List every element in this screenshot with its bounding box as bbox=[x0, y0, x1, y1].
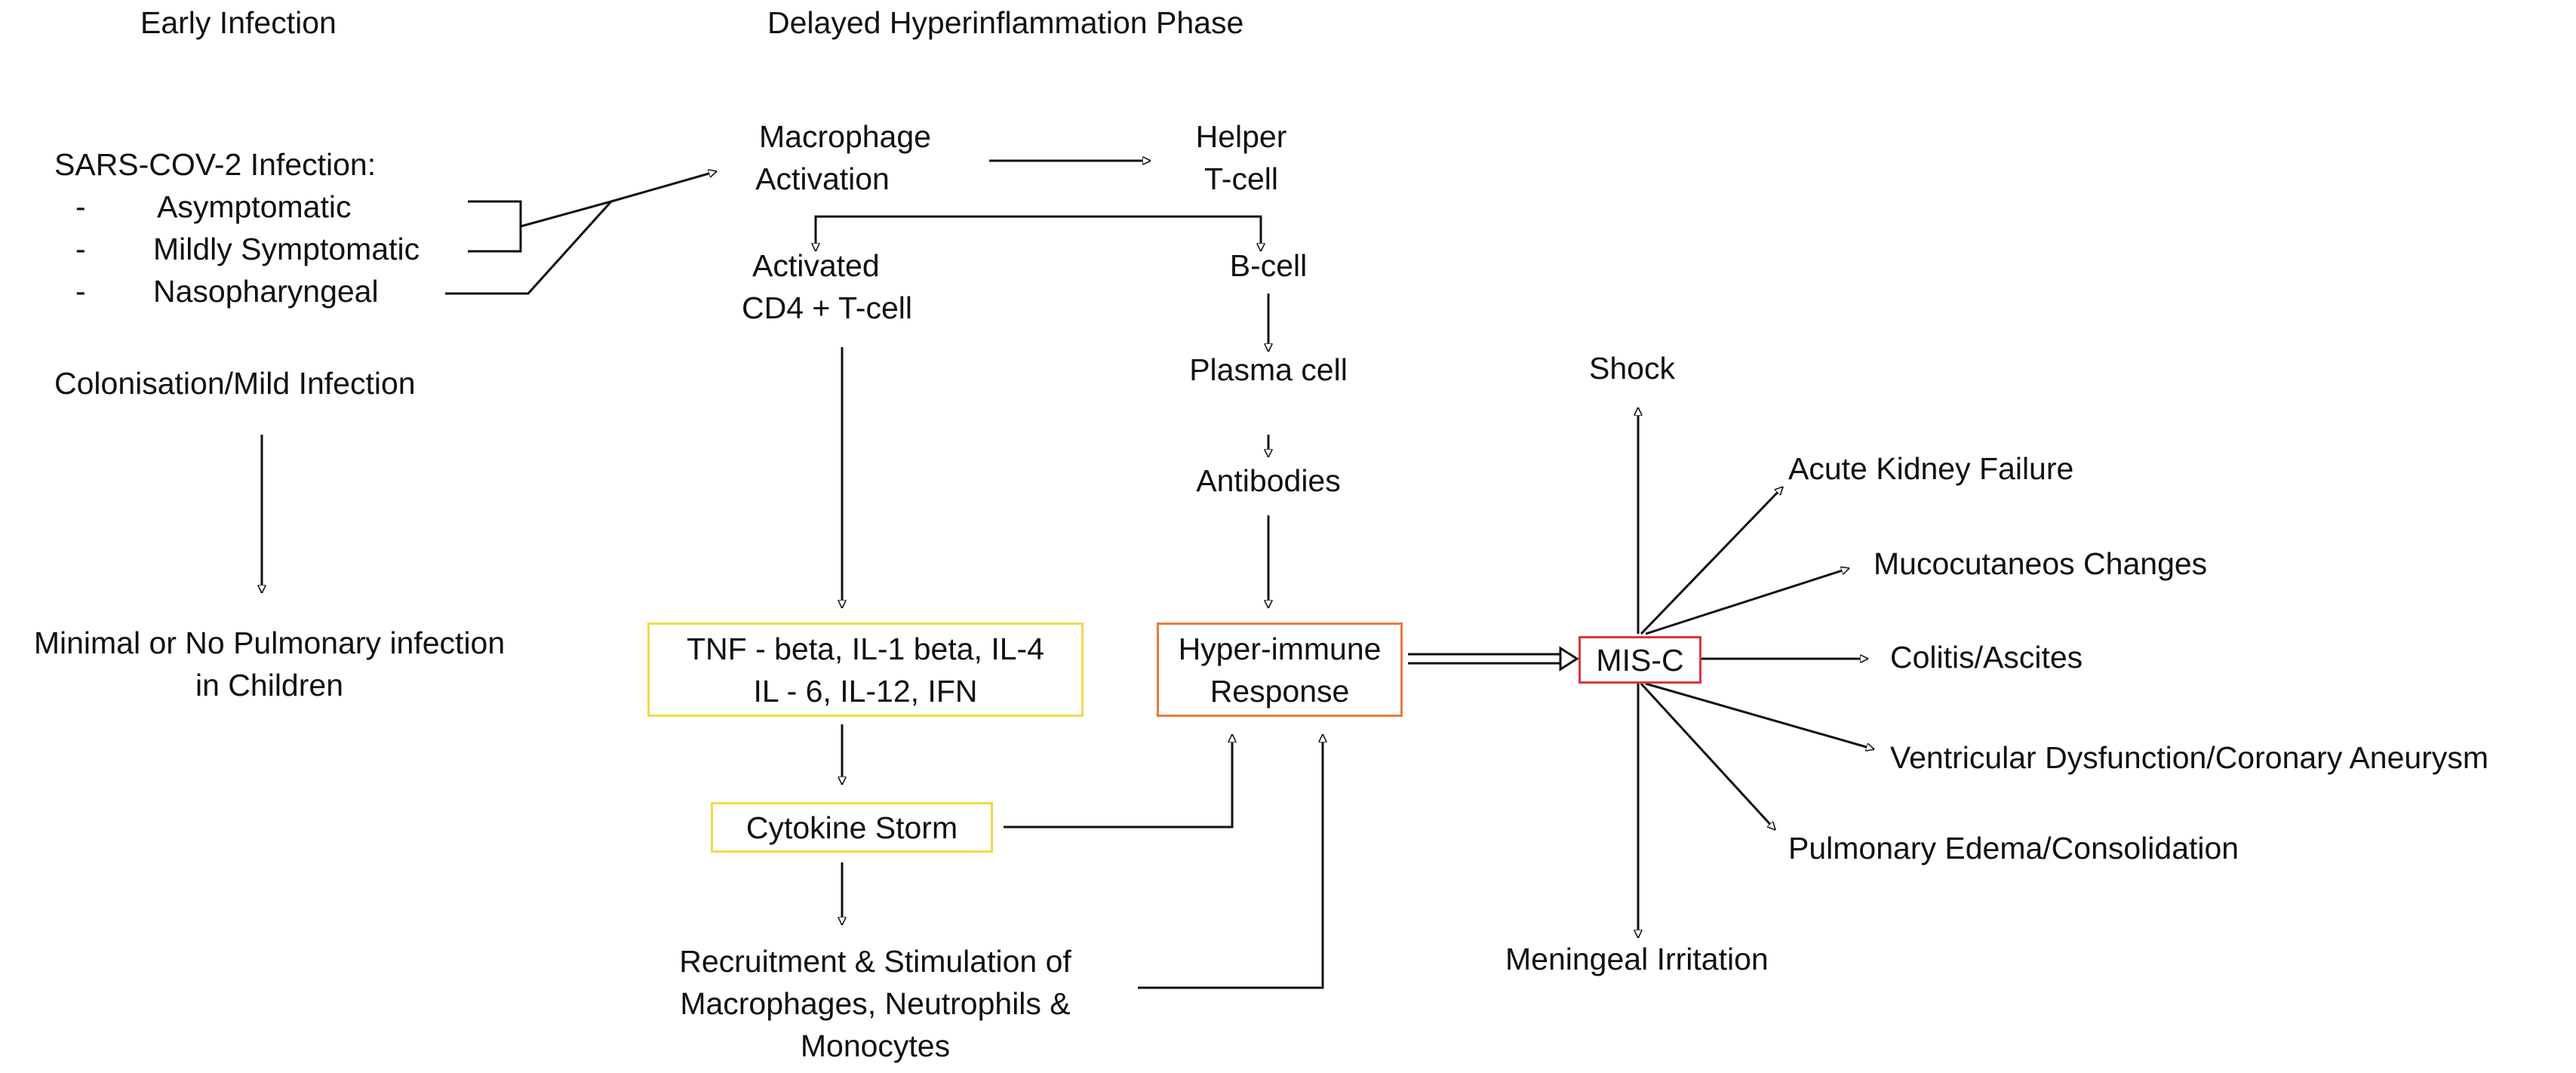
arrow-recruitment-to-hyper bbox=[1138, 734, 1323, 989]
activated-cd4-node: Activated CD4 + T-cell bbox=[742, 244, 983, 329]
infection-title: SARS-COV-2 Infection: bbox=[54, 147, 377, 182]
delayed-phase-heading: Delayed Hyperinflammation Phase bbox=[767, 5, 1244, 40]
mis-c-box: MIS-C bbox=[1578, 636, 1701, 684]
arrow-misc-to-pulmonary bbox=[1640, 682, 1775, 830]
item-asymptomatic: Asymptomatic bbox=[157, 189, 352, 224]
hyper-line: Hyper-immune bbox=[1178, 631, 1382, 666]
pulmonary-outcome-line: in Children bbox=[195, 668, 343, 703]
outcome-shock: Shock bbox=[1589, 351, 1675, 386]
outcome-ventricular: Ventricular Dysfunction/Coronary Aneurys… bbox=[1890, 740, 2489, 775]
bracket-join-line bbox=[520, 200, 612, 228]
macrophage-activation-node: Macrophage Activation bbox=[724, 115, 966, 200]
cd4-line: Activated bbox=[752, 248, 880, 283]
early-infection-heading: Early Infection bbox=[140, 5, 337, 40]
cd4-line: CD4 + T-cell bbox=[742, 291, 912, 325]
arrow-misc-to-kidney bbox=[1640, 487, 1783, 635]
recruitment-line: Monocytes bbox=[800, 1028, 951, 1063]
storm-label: Cytokine Storm bbox=[745, 810, 958, 845]
hyper-immune-response-box: Hyper-immune Response bbox=[1157, 623, 1403, 717]
bullet-dash: - bbox=[75, 232, 86, 266]
cytokine-storm-box: Cytokine Storm bbox=[711, 802, 993, 853]
helper-t-cell-node: Helper T-cell bbox=[1166, 115, 1317, 200]
pulmonary-outcome-label: Minimal or No Pulmonary infection in Chi… bbox=[0, 622, 539, 706]
bracket-line bbox=[468, 200, 522, 253]
plasma-cell-node: Plasma cell bbox=[1189, 352, 1348, 387]
outcome-colitis: Colitis/Ascites bbox=[1890, 640, 2083, 675]
recruitment-line: Macrophages, Neutrophils & bbox=[680, 986, 1071, 1021]
outcome-mucocutaneous: Mucocutaneos Changes bbox=[1874, 546, 2208, 581]
hyper-line: Response bbox=[1210, 673, 1350, 709]
recruitment-line: Recruitment & Stimulation of bbox=[679, 944, 1071, 979]
outcome-kidney: Acute Kidney Failure bbox=[1788, 451, 2074, 486]
colonisation-label: Colonisation/Mild Infection bbox=[54, 366, 416, 401]
arrow-infection-to-macrophage bbox=[610, 171, 717, 203]
arrow-storm-to-hyper bbox=[1004, 734, 1232, 829]
double-arrow-head bbox=[1559, 646, 1579, 672]
outcome-meningeal: Meningeal Irritation bbox=[1505, 942, 1769, 976]
bullet-dash: - bbox=[75, 274, 86, 309]
antibodies-node: Antibodies bbox=[1196, 463, 1341, 498]
arrow-misc-to-mucocutaneous bbox=[1645, 568, 1849, 635]
b-cell-node: B-cell bbox=[1229, 248, 1308, 283]
pulmonary-outcome-line: Minimal or No Pulmonary infection bbox=[33, 626, 506, 660]
helper-line: T-cell bbox=[1204, 161, 1278, 196]
mis-c-label: MIS-C bbox=[1596, 642, 1684, 678]
helper-line: Helper bbox=[1195, 119, 1287, 154]
macrophage-line: Macrophage bbox=[759, 119, 931, 154]
arrow-misc-to-ventricular bbox=[1645, 682, 1874, 749]
nasopharyngeal-connector bbox=[445, 200, 613, 295]
cytokines-box: TNF - beta, IL-1 beta, IL-4 IL - 6, IL-1… bbox=[647, 623, 1084, 717]
item-mildly-symptomatic: Mildly Symptomatic bbox=[153, 232, 420, 266]
bullet-dash: - bbox=[75, 189, 86, 224]
recruitment-node: Recruitment & Stimulation of Macrophages… bbox=[619, 940, 1132, 1067]
macrophage-line: Activation bbox=[755, 161, 890, 196]
item-nasopharyngeal: Nasopharyngeal bbox=[153, 274, 379, 309]
cytokines-line: TNF - beta, IL-1 beta, IL-4 bbox=[687, 631, 1044, 666]
cytokines-line: IL - 6, IL-12, IFN bbox=[753, 673, 978, 709]
outcome-pulmonary: Pulmonary Edema/Consolidation bbox=[1788, 831, 2239, 865]
